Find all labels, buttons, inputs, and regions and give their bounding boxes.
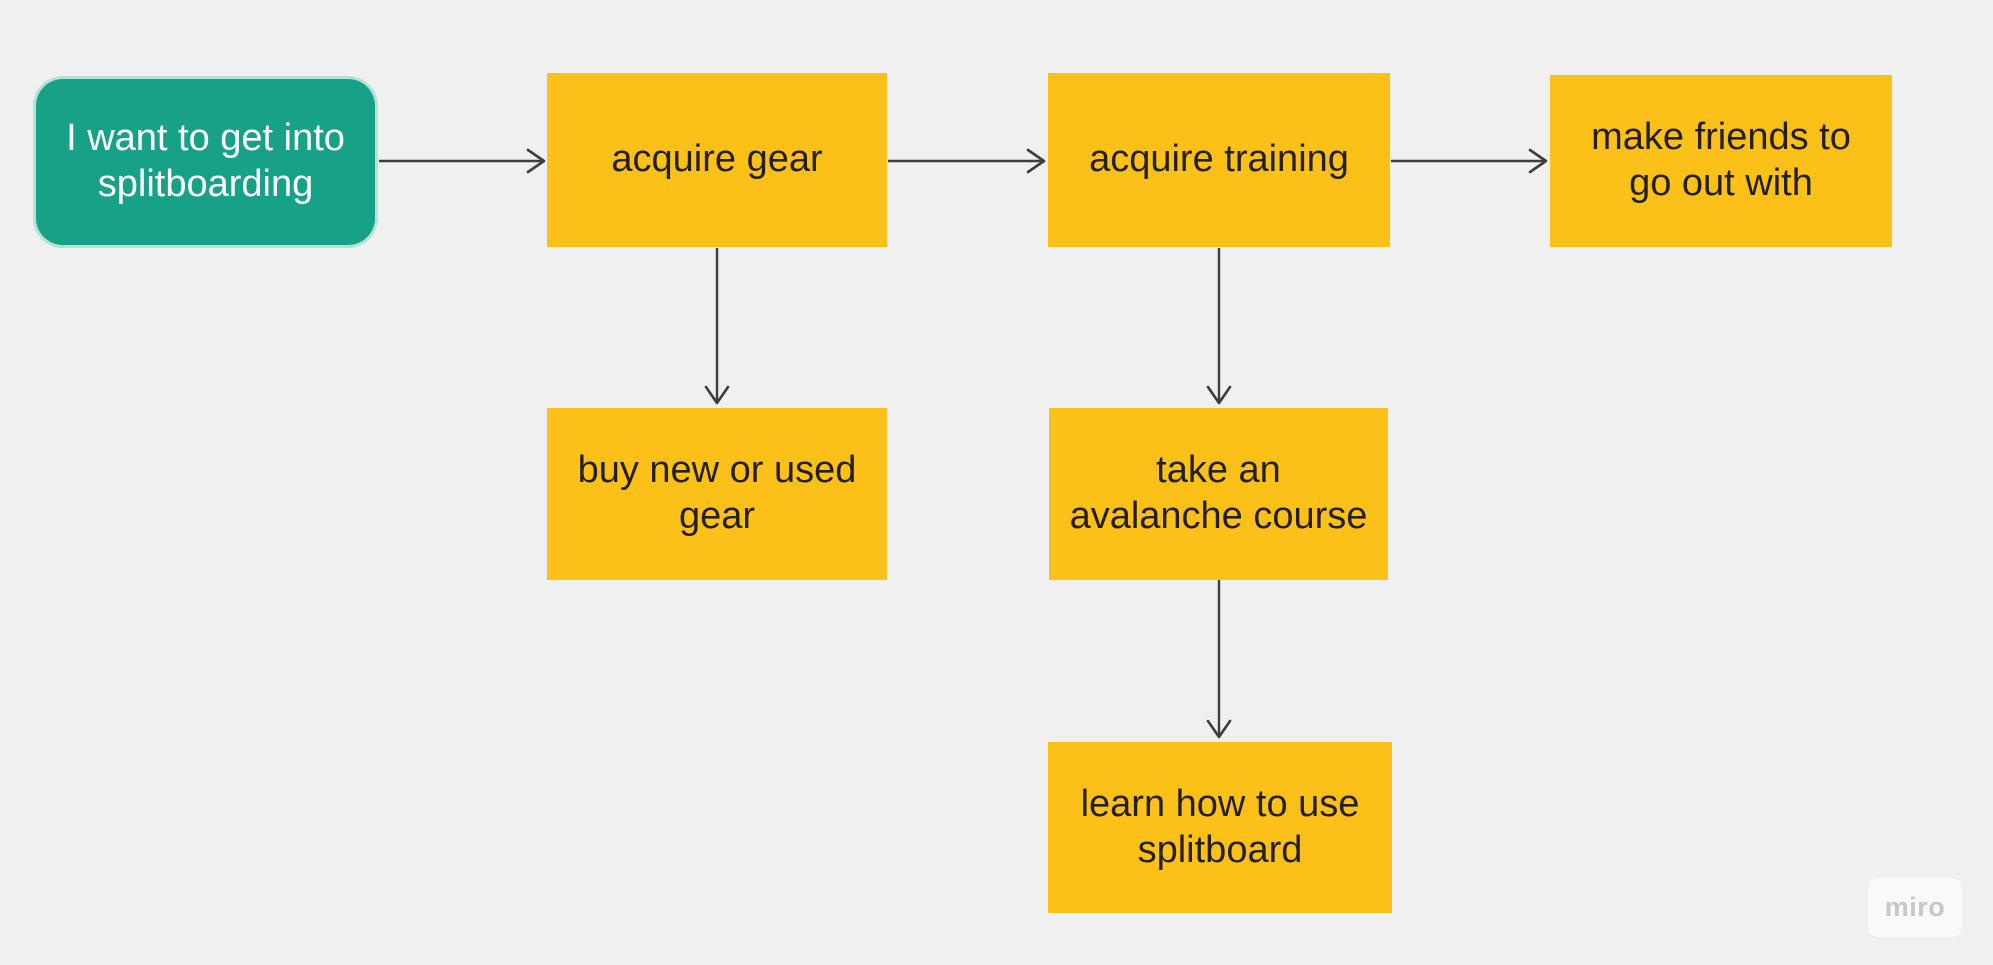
node-avalanche-course-label: take an avalanche course bbox=[1069, 449, 1368, 537]
node-make-friends-label: make friends to go out with bbox=[1591, 116, 1851, 204]
node-learn-splitboard[interactable]: learn how to use splitboard bbox=[1048, 742, 1392, 913]
node-acquire-training-label: acquire training bbox=[1089, 138, 1349, 181]
node-acquire-training[interactable]: acquire training bbox=[1048, 73, 1390, 247]
node-buy-gear[interactable]: buy new or used gear bbox=[547, 408, 887, 580]
node-buy-gear-label: buy new or used gear bbox=[577, 449, 857, 537]
miro-watermark-badge[interactable]: miro bbox=[1868, 878, 1962, 937]
miro-logo-text: miro bbox=[1884, 892, 1946, 922]
node-acquire-gear-label: acquire gear bbox=[611, 138, 823, 181]
node-learn-splitboard-label: learn how to use splitboard bbox=[1080, 782, 1360, 871]
node-acquire-gear[interactable]: acquire gear bbox=[547, 73, 887, 247]
node-start[interactable]: I want to get into splitboarding bbox=[33, 76, 378, 248]
node-start-label: I want to get into splitboarding bbox=[66, 117, 345, 205]
node-make-friends[interactable]: make friends to go out with bbox=[1550, 75, 1892, 247]
node-avalanche-course[interactable]: take an avalanche course bbox=[1049, 408, 1388, 580]
